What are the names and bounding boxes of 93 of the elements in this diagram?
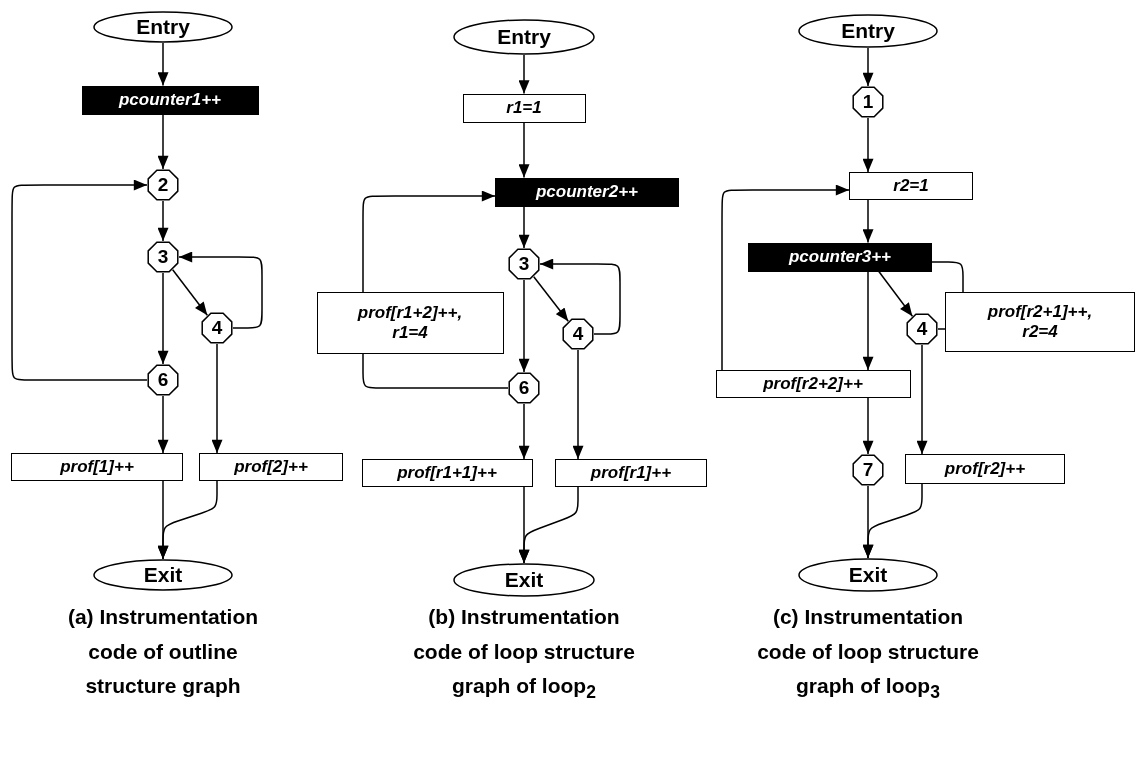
arrow — [518, 54, 530, 95]
arrow — [171, 269, 209, 316]
connector-line — [362, 353, 509, 389]
arrow — [533, 275, 569, 323]
terminal-ellipse — [798, 558, 938, 592]
arrow — [862, 117, 874, 173]
node-number: 3 — [157, 246, 169, 268]
node-number: 4 — [916, 318, 928, 340]
terminal-ellipse — [93, 11, 233, 43]
arrow — [916, 344, 928, 455]
arrow — [157, 480, 218, 560]
node-octagon — [201, 312, 233, 344]
node-octagon — [147, 169, 179, 201]
node-label: prof[r2+2]++ — [763, 374, 863, 394]
figure-caption: (b) Instrumentation code of loop structure graph of loop$_{2}$ — [412, 604, 636, 705]
node-number: 4 — [211, 317, 223, 339]
arrow — [572, 349, 584, 460]
node-octagon — [852, 454, 884, 486]
process-box — [945, 292, 1135, 352]
arrow — [518, 403, 530, 460]
node-label: r2=1 — [893, 176, 929, 196]
node-number: 1 — [862, 91, 874, 113]
counter-box — [748, 242, 932, 272]
node-number: 6 — [157, 369, 169, 391]
node-number: 4 — [572, 323, 584, 345]
node-label: pcounter1++ — [118, 90, 221, 110]
node-octagon — [147, 364, 179, 396]
counter-box — [495, 177, 679, 207]
arrow — [539, 258, 621, 335]
process-box — [316, 292, 504, 354]
node-octagon — [508, 248, 540, 280]
arrow — [157, 113, 169, 170]
arrow — [157, 272, 169, 365]
arrow — [157, 200, 169, 242]
node-octagon — [562, 318, 594, 350]
arrow — [518, 121, 530, 179]
arrow — [721, 184, 850, 371]
node-number: 6 — [518, 377, 530, 399]
arrow — [878, 270, 914, 317]
arrow — [362, 190, 496, 293]
connector-line — [937, 328, 946, 330]
terminal-ellipse — [453, 19, 595, 55]
node-label: prof[r1+2]++, r1=4 — [356, 303, 464, 343]
node-label: Entry — [136, 14, 190, 40]
node-label: pcounter2++ — [535, 182, 638, 202]
node-label: prof[2]++ — [234, 457, 308, 477]
node-label: Entry — [497, 24, 551, 50]
terminal-ellipse — [453, 563, 595, 597]
node-label: prof[1]++ — [60, 457, 134, 477]
arrow — [518, 279, 530, 373]
arrow — [862, 47, 874, 87]
node-label: prof[r1]++ — [590, 463, 672, 483]
node-label: r1=1 — [506, 98, 542, 118]
node-label: Exit — [143, 562, 183, 588]
terminal-ellipse — [93, 559, 233, 591]
arrow — [862, 270, 874, 371]
process-box — [361, 459, 533, 487]
node-label: Exit — [848, 562, 888, 588]
arrow — [862, 199, 874, 244]
node-label: prof[r2+1]++, r2=4 — [986, 302, 1094, 342]
process-box — [715, 370, 911, 398]
terminal-ellipse — [798, 14, 938, 48]
arrow — [178, 251, 263, 329]
arrow — [518, 205, 530, 249]
node-octagon — [852, 86, 884, 118]
arrow — [211, 343, 223, 454]
arrow — [157, 42, 169, 87]
process-box — [555, 459, 707, 487]
process-box — [849, 172, 973, 200]
node-number: 7 — [862, 459, 874, 481]
arrow — [862, 397, 874, 455]
node-octagon — [906, 313, 938, 345]
figure-caption: (c) Instrumentation code of loop structure graph of loop$_{3}$ — [756, 604, 980, 705]
node-label: prof[r2]++ — [944, 459, 1026, 479]
connector-line — [931, 261, 964, 293]
figure-caption: (a) Instrumentation code of outline structure graph — [66, 604, 260, 700]
node-octagon — [147, 241, 179, 273]
node-number: 3 — [518, 253, 530, 275]
node-label: Exit — [504, 567, 544, 593]
arrow — [518, 486, 579, 564]
node-octagon — [508, 372, 540, 404]
node-number: 2 — [157, 174, 169, 196]
arrow — [862, 483, 923, 559]
process-box — [11, 453, 183, 481]
process-box — [199, 453, 343, 481]
arrow — [157, 395, 169, 454]
node-label: pcounter3++ — [788, 247, 891, 267]
process-box — [905, 454, 1065, 484]
arrow — [11, 179, 148, 381]
counter-box — [81, 85, 259, 115]
process-box — [462, 93, 586, 123]
node-label: prof[r1+1]++ — [397, 463, 497, 483]
node-label: Entry — [841, 18, 895, 44]
